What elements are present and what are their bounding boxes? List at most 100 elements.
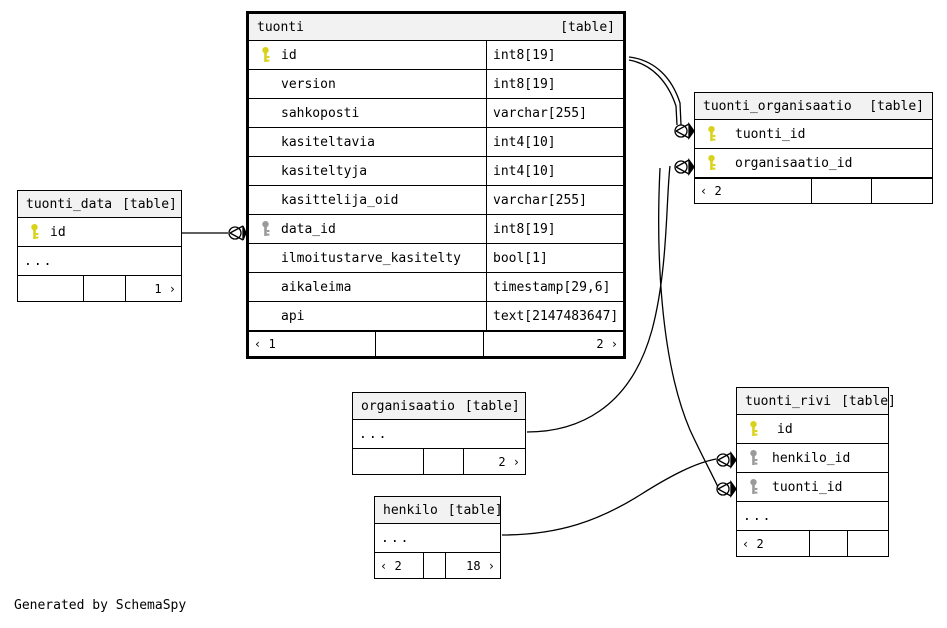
table-row[interactable]: version int8[19] <box>249 70 623 99</box>
footer-prev-count[interactable]: ‹ 1 <box>254 337 276 351</box>
column-cell: kasiteltavia <box>249 128 486 156</box>
table-row[interactable]: ilmoitustarve_kasitelty bool[1] <box>249 244 623 273</box>
more-columns-indicator: ... <box>375 524 500 553</box>
column-cell: aikaleima <box>249 273 486 301</box>
column-name: tuonti_id <box>735 126 806 142</box>
column-name: sahkoposti <box>281 105 360 121</box>
foreign-key-icon <box>255 221 275 237</box>
table-row[interactable]: id <box>737 415 888 444</box>
table-organisaatio[interactable]: organisaatio [table] ... 2 › <box>352 392 526 475</box>
column-cell: kasittelija_oid <box>249 186 486 214</box>
more-columns-indicator: ... <box>18 247 181 276</box>
table-tuonti-data-tag: [table] <box>122 196 177 212</box>
column-cell: data_id <box>249 215 486 243</box>
footer-prev-count[interactable] <box>18 276 83 301</box>
table-organisaatio-footer: 2 › <box>353 449 525 474</box>
column-cell: kasiteltyja <box>249 157 486 185</box>
column-name: data_id <box>281 221 336 237</box>
table-row[interactable]: aikaleima timestamp[29,6] <box>249 273 623 302</box>
table-tuonti-organisaatio-footer: ‹ 2 <box>695 178 932 203</box>
table-row[interactable]: kasiteltavia int4[10] <box>249 128 623 157</box>
column-name: api <box>281 308 305 324</box>
primary-key-icon <box>701 155 721 171</box>
table-row[interactable]: tuonti_id <box>737 473 888 502</box>
column-name: kasittelija_oid <box>281 192 399 208</box>
table-tuonti-data-header: tuonti_data [table] <box>18 191 181 218</box>
column-cell: henkilo_id <box>737 444 888 472</box>
column-cell: tuonti_id <box>695 120 932 148</box>
table-organisaatio-title: organisaatio <box>361 398 455 414</box>
table-henkilo-header: henkilo [table] <box>375 497 503 524</box>
table-row[interactable]: henkilo_id <box>737 444 888 473</box>
column-name: ilmoitustarve_kasitelty <box>281 250 462 266</box>
column-name: henkilo_id <box>772 450 851 466</box>
table-row[interactable]: id <box>18 218 181 247</box>
connector-circle-rivi-tuonti-id <box>716 482 730 496</box>
connector-circle-organisaatio-id <box>674 160 688 174</box>
footer-middle <box>423 449 463 474</box>
primary-key-icon <box>743 421 763 437</box>
table-henkilo-title: henkilo <box>383 502 438 518</box>
column-name: id <box>777 421 793 437</box>
column-type: int4[10] <box>486 157 623 185</box>
table-tuonti-title: tuonti <box>257 19 304 35</box>
edge-tuonti-organisaatio-a <box>628 56 682 126</box>
table-tuonti-rivi-tag: [table] <box>841 393 896 409</box>
column-name: kasiteltavia <box>281 134 375 150</box>
table-tuonti-rivi[interactable]: tuonti_rivi [table] id <box>736 387 896 557</box>
table-row[interactable]: sahkoposti varchar[255] <box>249 99 623 128</box>
table-tuonti-tag: [table] <box>560 19 615 35</box>
column-cell: tuonti_id <box>737 473 888 501</box>
table-tuonti-data-footer: 1 › <box>18 276 181 301</box>
foreign-key-icon <box>743 450 763 466</box>
footer-next-count[interactable]: 2 › <box>483 332 623 356</box>
footer-prev-count[interactable]: ‹ 2 <box>742 536 764 551</box>
column-name: tuonti_id <box>772 479 843 495</box>
column-type: varchar[255] <box>486 99 623 127</box>
table-tuonti-footer: ‹ 1 2 › <box>249 331 623 356</box>
table-row[interactable]: kasittelija_oid varchar[255] <box>249 186 623 215</box>
generated-by-caption: Generated by SchemaSpy <box>14 598 187 613</box>
column-type: int8[19] <box>486 215 623 243</box>
footer-next-count[interactable]: 18 › <box>445 553 500 578</box>
primary-key-icon <box>255 47 275 63</box>
column-type: bool[1] <box>486 244 623 272</box>
more-columns-indicator: ... <box>353 420 525 449</box>
column-name: aikaleima <box>281 279 352 295</box>
column-cell: organisaatio_id <box>695 149 932 177</box>
table-tuonti[interactable]: tuonti [table] id int8[19] version int8[… <box>246 11 626 359</box>
footer-prev-count[interactable]: ‹ 2 <box>700 184 722 198</box>
table-row[interactable]: tuonti_id <box>695 120 932 149</box>
table-row[interactable]: organisaatio_id <box>695 149 932 178</box>
column-cell: version <box>249 70 486 98</box>
table-tuonti-data[interactable]: tuonti_data [table] id ... 1 › <box>17 190 182 302</box>
table-organisaatio-header: organisaatio [table] <box>353 393 525 420</box>
footer-prev-count[interactable] <box>353 449 423 474</box>
table-row[interactable]: api text[2147483647] <box>249 302 623 331</box>
table-tuonti-rivi-footer: ‹ 2 <box>737 531 888 556</box>
table-henkilo[interactable]: henkilo [table] ... ‹ 2 18 › <box>374 496 503 579</box>
footer-middle <box>375 332 483 356</box>
column-name: version <box>281 76 336 92</box>
footer-next-count[interactable] <box>847 531 888 556</box>
edge-henkilo-rivi <box>501 458 717 536</box>
connector-circle-henkilo-id <box>716 453 730 467</box>
edge-tuonti-rivi-tuonti <box>658 167 719 488</box>
table-tuonti-organisaatio[interactable]: tuonti_organisaatio [table] tuonti_id <box>694 92 933 204</box>
more-columns-indicator: ... <box>737 502 888 531</box>
footer-next-count[interactable] <box>871 179 932 203</box>
table-row[interactable]: kasiteltyja int4[10] <box>249 157 623 186</box>
column-cell: id <box>18 218 181 246</box>
footer-middle <box>809 531 847 556</box>
footer-next-count[interactable]: 1 › <box>125 276 181 301</box>
table-row[interactable]: id int8[19] <box>249 41 623 70</box>
footer-prev-count[interactable]: ‹ 2 <box>380 558 402 573</box>
footer-middle <box>811 179 871 203</box>
column-cell: id <box>737 415 888 443</box>
table-tuonti-header: tuonti [table] <box>249 14 623 41</box>
column-name: id <box>50 224 66 240</box>
table-row[interactable]: data_id int8[19] <box>249 215 623 244</box>
column-type: int8[19] <box>486 70 623 98</box>
footer-next-count[interactable]: 2 › <box>463 449 525 474</box>
table-tuonti-organisaatio-tag: [table] <box>869 98 924 114</box>
